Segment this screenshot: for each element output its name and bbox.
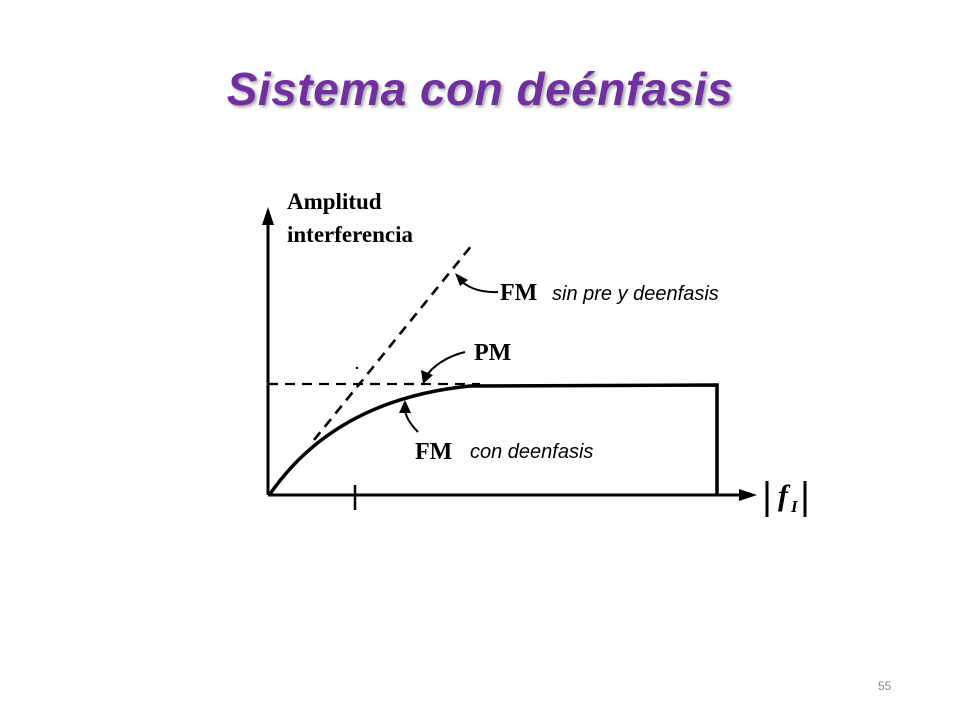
fm-no-emphasis-description: sin pre y deenfasis [552,283,719,305]
x-axis-label: f [778,479,791,512]
fm-no-emphasis-pointer-head [455,273,468,286]
fm-no-emphasis-dashed-line [312,244,474,441]
pm-pointer-head [421,370,433,384]
fm-deemphasis-label: FM [415,439,452,465]
fm-deemphasis-pointer-head [399,400,411,413]
stray-dot [355,366,359,370]
x-axis-arrow [739,489,757,501]
x-axis-label-subscript: I [790,497,799,516]
pm-pointer-arrow [425,351,466,378]
fm-deemphasis-curve [268,383,719,496]
fm-deemphasis-description: con deenfasis [470,441,593,463]
y-axis-label-line1: Amplitud [287,189,382,214]
slide-title: Sistema con deénfasis [226,63,734,115]
fm-no-emphasis-label: FM [500,280,537,306]
y-axis-arrow [262,207,274,225]
page-number: 55 [878,679,892,693]
pm-label: PM [474,340,511,366]
y-axis-label-line2: interferencia [287,222,414,247]
